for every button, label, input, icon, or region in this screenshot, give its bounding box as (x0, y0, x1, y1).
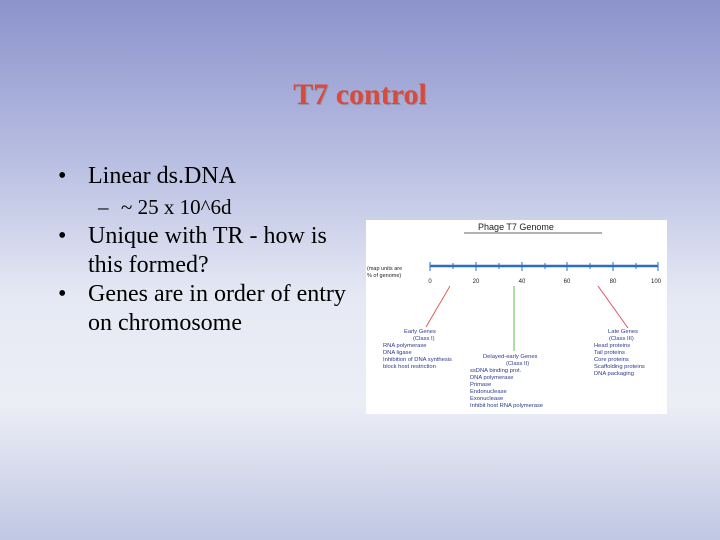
genome-tick-marks (429, 262, 659, 271)
figure-title: Phage T7 Genome (478, 222, 554, 232)
sub-bullet-text: ~ 25 x 10^6d (121, 195, 232, 219)
early-gene-item: DNA ligase (383, 350, 412, 356)
delayed-gene-item: DNA polymerase (470, 375, 514, 381)
genome-map-svg: Phage T7 Genome (map units are % of geno… (367, 222, 662, 409)
tick-label-40: 40 (519, 279, 526, 285)
tick-label-0: 0 (428, 279, 432, 285)
delayed-genes-heading: Delayed-early Genes (483, 354, 538, 360)
early-gene-item: block host restriction (383, 364, 436, 370)
bullet-marker: • (58, 281, 67, 307)
bullet-text: Genes are in order of entry on chromosom… (88, 281, 346, 336)
early-gene-item: Inhibition of DNA synthesis (383, 357, 452, 363)
slide-title: T7 control (293, 78, 427, 111)
sub-bullet-size: – ~ 25 x 10^6d (58, 194, 358, 220)
delayed-genes-group: Delayed-early Genes (Class II) ssDNA bin… (470, 354, 543, 409)
early-genes-group: Early Genes (Class I) RNA polymerase DNA… (383, 329, 452, 370)
tick-label-20: 20 (473, 279, 480, 285)
phage-t7-genome-figure: Phage T7 Genome (map units are % of geno… (366, 220, 667, 414)
late-genes-connector (597, 285, 629, 329)
bullet-marker: • (58, 223, 67, 249)
late-gene-item: Head proteins (594, 343, 630, 349)
late-genes-heading: Late Genes (608, 329, 638, 335)
delayed-gene-item: Inhibit host RNA polymerase (470, 403, 543, 409)
delayed-gene-item: Primase (470, 382, 491, 388)
tick-label-60: 60 (564, 279, 571, 285)
axis-label-line1: (map units are (367, 266, 402, 272)
late-gene-item: Tail proteins (594, 350, 625, 356)
bullet-unique-tr: • Unique with TR - how is this formed? (58, 222, 358, 280)
tick-label-80: 80 (610, 279, 617, 285)
delayed-genes-class: (Class II) (506, 361, 529, 367)
axis-label-line2: % of genome) (367, 273, 401, 279)
early-genes-heading: Early Genes (404, 329, 436, 335)
bullet-text: Linear ds.DNA (88, 163, 236, 189)
tick-labels: 0 20 40 60 80 100 (428, 279, 661, 285)
sub-bullet-marker: – (98, 195, 109, 219)
bullet-marker: • (58, 163, 67, 189)
late-gene-item: Scaffolding proteins (594, 364, 645, 370)
delayed-gene-item: Exonuclease (470, 396, 503, 402)
bullet-text: Unique with TR - how is this formed? (88, 223, 327, 278)
bullet-gene-order: • Genes are in order of entry on chromos… (58, 280, 358, 338)
late-genes-class: (Class III) (609, 336, 634, 342)
early-genes-class: (Class I) (413, 336, 435, 342)
tick-label-100: 100 (651, 279, 662, 285)
early-gene-item: RNA polymerase (383, 343, 427, 349)
bullet-linear-dsdna: • Linear ds.DNA (58, 162, 358, 191)
late-gene-item: DNA packaging (594, 371, 634, 377)
bullet-list: • Linear ds.DNA – ~ 25 x 10^6d • Unique … (58, 162, 358, 338)
early-genes-connector (425, 285, 451, 328)
late-gene-item: Core proteins (594, 357, 629, 363)
delayed-gene-item: Endonuclease (470, 389, 507, 395)
delayed-gene-item: ssDNA binding prot. (470, 368, 522, 374)
late-genes-group: Late Genes (Class III) Head proteins Tai… (594, 329, 645, 377)
